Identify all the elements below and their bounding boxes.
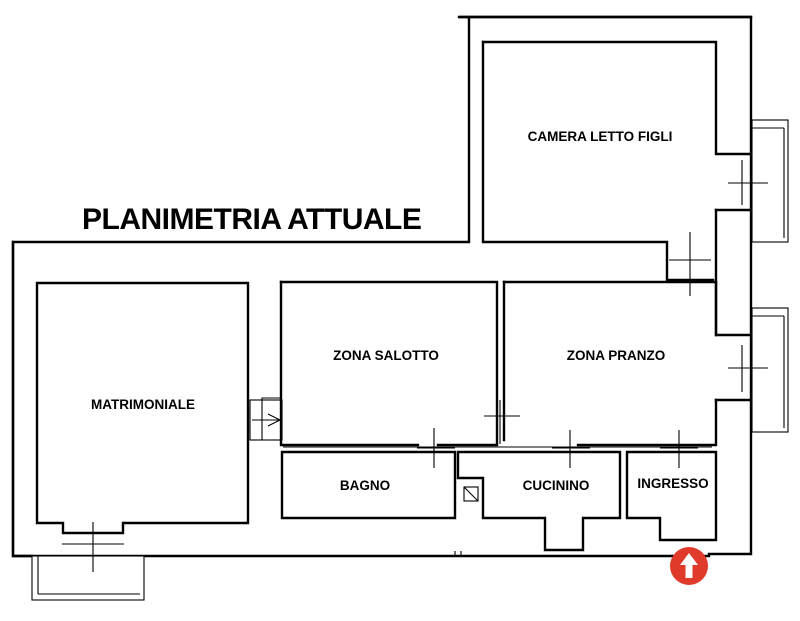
room-label-zona-salotto: ZONA SALOTTO	[333, 348, 439, 363]
room-label-cucinino: CUCININO	[523, 478, 590, 493]
windows	[31, 119, 789, 601]
room-label-camera-letto-figli: CAMERA LETTO FIGLI	[528, 129, 673, 144]
arrow-up-icon	[680, 553, 698, 578]
interior-walls	[11, 40, 753, 558]
plan-title: PLANIMETRIA ATTUALE	[82, 203, 421, 236]
room-label-matrimoniale: MATRIMONIALE	[91, 397, 195, 412]
kitchen-fixture	[463, 486, 479, 502]
door-openings	[62, 160, 768, 572]
outer-wall-outline	[11, 15, 753, 558]
room-label-ingresso: INGRESSO	[637, 476, 708, 491]
room-label-bagno: BAGNO	[340, 478, 390, 493]
entrance-marker[interactable]	[670, 547, 708, 585]
room-label-zona-pranzo: ZONA PRANZO	[567, 348, 666, 363]
